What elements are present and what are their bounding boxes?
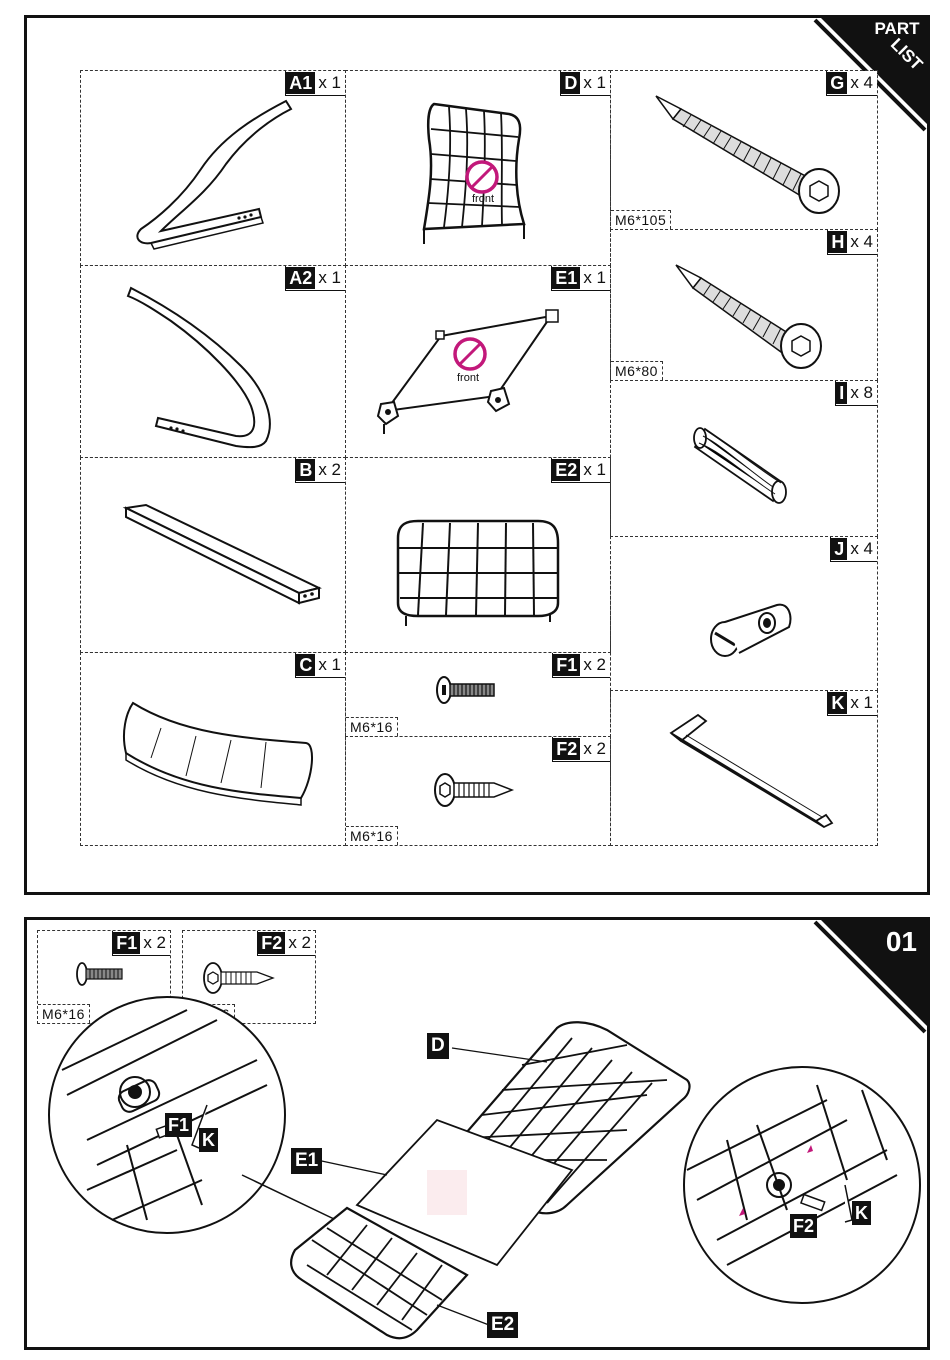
part-code: E1 [552,267,580,289]
part-qty: x 8 [847,383,877,403]
part-qty: x 1 [315,655,345,675]
front-mark-label: front [472,193,494,205]
corner-title-part: PART [874,19,920,38]
part-qty: x 1 [580,268,610,288]
armrest-a2-drawing [126,276,306,456]
seat-cushion-c-drawing [121,698,321,818]
detail-right-tool-label: K [852,1201,871,1225]
part-code: C [296,654,315,676]
bolt-g-drawing [651,91,851,211]
dowel-i-drawing [693,421,803,511]
part-code: A1 [286,72,315,94]
part-code: B [296,459,315,481]
barrel-nut-j-drawing [709,597,799,667]
part-code: E2 [552,459,580,481]
callout-e2: E2 [487,1312,518,1338]
left-detail-zoom [49,997,357,1233]
hex-key-k-drawing [666,713,836,833]
part-qty: x 2 [315,460,345,480]
front-mark-label: front [457,372,479,384]
part-code: I [836,382,847,404]
part-code: H [828,231,847,253]
part-code: F1 [553,654,580,676]
part-code: J [831,538,847,560]
part-qty: x 1 [580,460,610,480]
part-qty: x 1 [847,693,877,713]
screw-spec-f1: M6*16 [346,717,398,736]
callout-d: D [427,1033,449,1059]
crossbar-b-drawing [121,503,321,613]
part-code: D [561,72,580,94]
right-detail-zoom [684,1067,920,1303]
screw-spec-f2: M6*16 [346,826,398,845]
step-01-panel: 01 F1x 2 M6*16 F2x 2 M6*16 [24,917,930,1350]
bolt-h-drawing [671,260,831,370]
part-qty: x 1 [580,73,610,93]
detail-left-tool-label: K [199,1128,218,1152]
detail-right-screw-label: F2 [790,1214,817,1238]
part-qty: x 2 [580,739,610,759]
part-qty: x 4 [847,73,877,93]
part-code: F2 [553,738,580,760]
assembly-drawing [27,920,927,1350]
part-qty: x 1 [315,268,345,288]
bolt-spec-h: M6*80 [611,361,663,380]
screw-f1-drawing [436,675,516,705]
backrest-frame-d-drawing [404,99,534,249]
detail-left-screw-label: F1 [165,1113,192,1137]
bolt-spec-g: M6*105 [611,210,671,229]
part-code: K [828,692,847,714]
screw-f2-drawing [434,772,524,808]
callout-e1: E1 [291,1148,322,1174]
part-qty: x 4 [847,539,877,559]
part-qty: x 4 [847,232,877,252]
armrest-a1-drawing [121,99,301,249]
part-qty: x 1 [315,73,345,93]
footrest-frame-e2-drawing [388,518,568,628]
part-qty: x 2 [580,655,610,675]
